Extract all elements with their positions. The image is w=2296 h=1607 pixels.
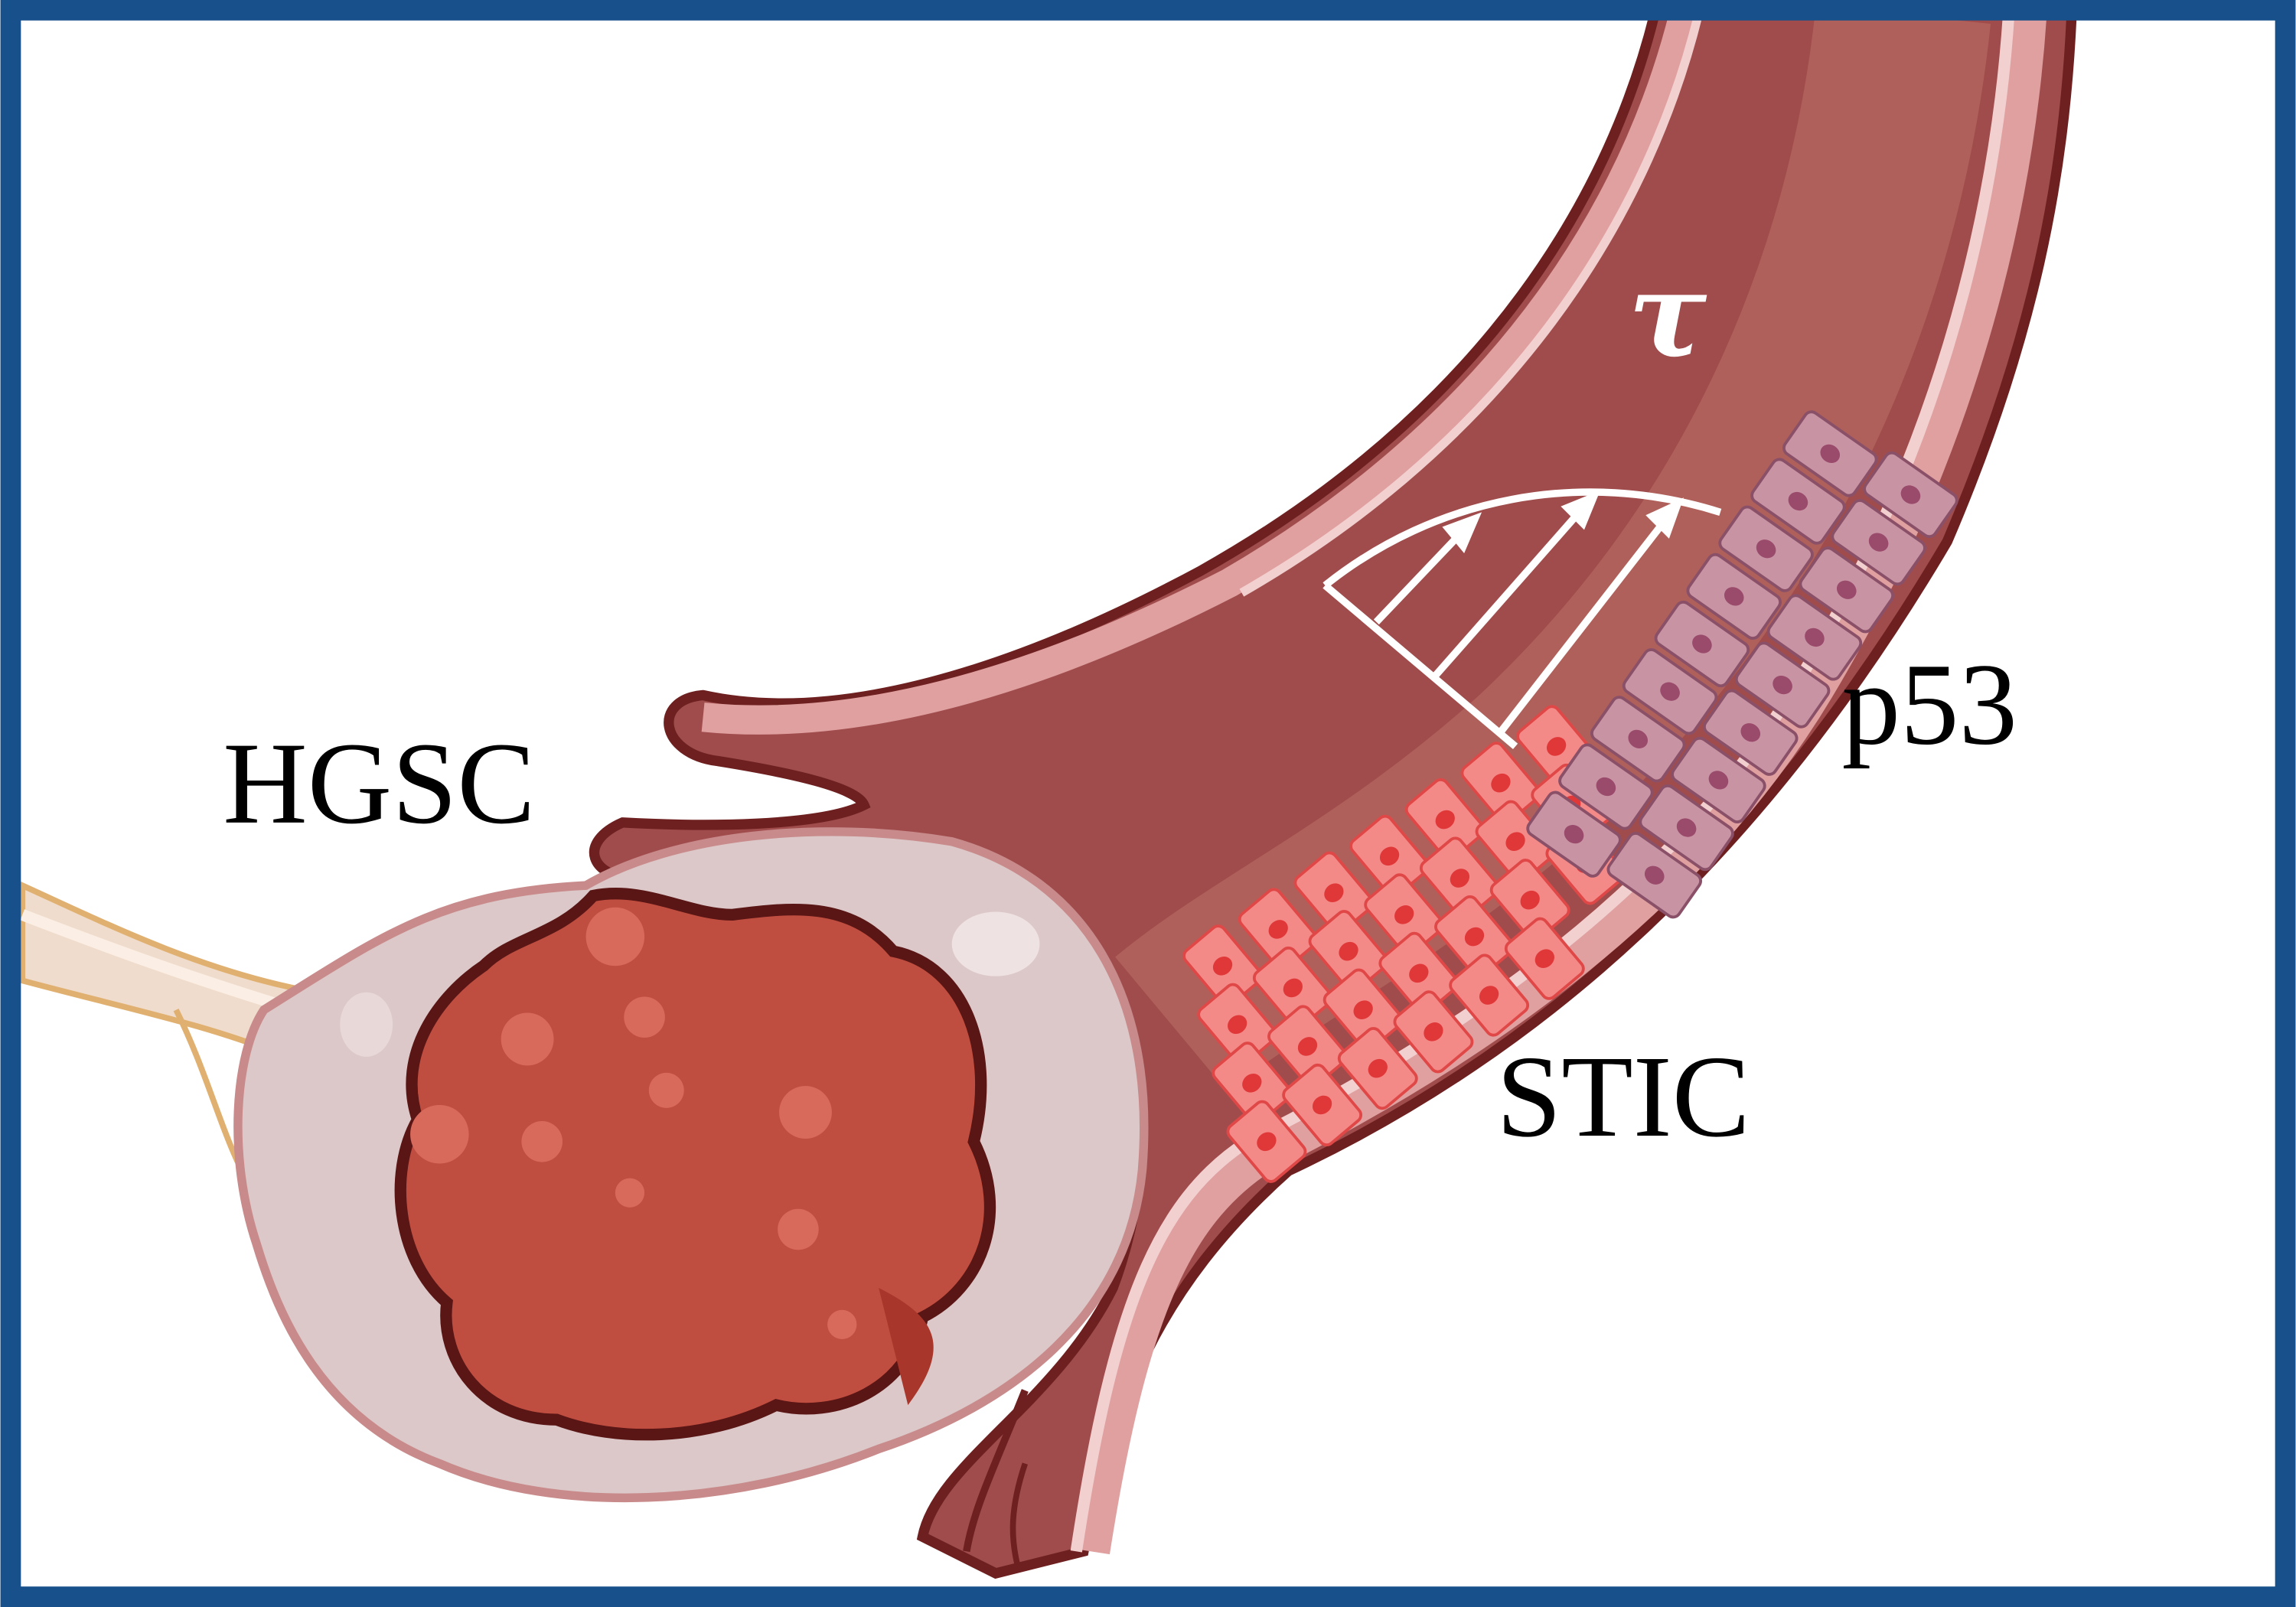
label-stic: STIC [1496,1032,1750,1162]
stic-cell [1449,953,1530,1037]
stic-cell [1504,917,1585,1000]
arrow-envelope-curve [1322,488,1722,588]
p53-cell [1558,743,1654,830]
arrowhead-1 [1442,512,1482,553]
stic-cell [1337,1027,1418,1110]
stic-cell [1182,924,1263,1008]
stic-cell [1226,1100,1307,1183]
arrow-envelope-line [1322,582,1518,750]
stic-cell [1378,931,1459,1015]
stic-cell [1349,814,1430,898]
stic-cell [1393,990,1474,1074]
stic-cell [1293,851,1375,934]
hgsc-tumor [394,888,996,1441]
stic-cell [1238,888,1319,971]
stic-cell [1212,1041,1293,1125]
label-tau: τ [1628,246,1707,384]
p53-cell [1799,546,1895,634]
stic-cell [1282,1063,1363,1147]
stic-cell [1434,895,1515,979]
stic-cell [1267,1005,1348,1088]
p53-cell [1703,689,1799,776]
p53-cell [1622,648,1718,735]
p53-cell [1686,553,1782,640]
stic-cell [1489,859,1570,942]
arrowhead-2 [1561,490,1600,530]
stic-cell [1364,873,1445,957]
stic-cell [1419,836,1500,920]
stic-cell [1460,742,1541,825]
p53-cell [1639,784,1734,872]
stic-cell [1322,968,1404,1051]
p53-cell [1750,458,1846,545]
p53-cell [1606,832,1702,919]
p53-cell [1766,594,1863,681]
stic-cell [1197,983,1278,1066]
stic-cell [1308,910,1389,993]
p53-cell [1782,410,1878,497]
p53-cell [1718,505,1814,592]
p53-cell [1831,499,1926,586]
arrow-3 [1498,513,1672,735]
p53-cells [1526,410,1958,919]
arrow-1 [1373,527,1467,625]
stic-cell [1404,777,1486,862]
arrow-2 [1432,502,1589,679]
p53-cell [1590,696,1686,783]
arrowhead-3 [1645,497,1684,539]
p53-cell [1734,641,1831,729]
stic-cell [1252,946,1333,1030]
p53-cell [1671,736,1766,824]
progression-arrows [1322,488,1722,750]
label-hgsc: HGSC [223,719,535,849]
p53-cell [1863,451,1958,539]
p53-cell [1526,790,1622,878]
p53-cell [1654,600,1750,688]
label-p53: p53 [1842,641,2018,770]
